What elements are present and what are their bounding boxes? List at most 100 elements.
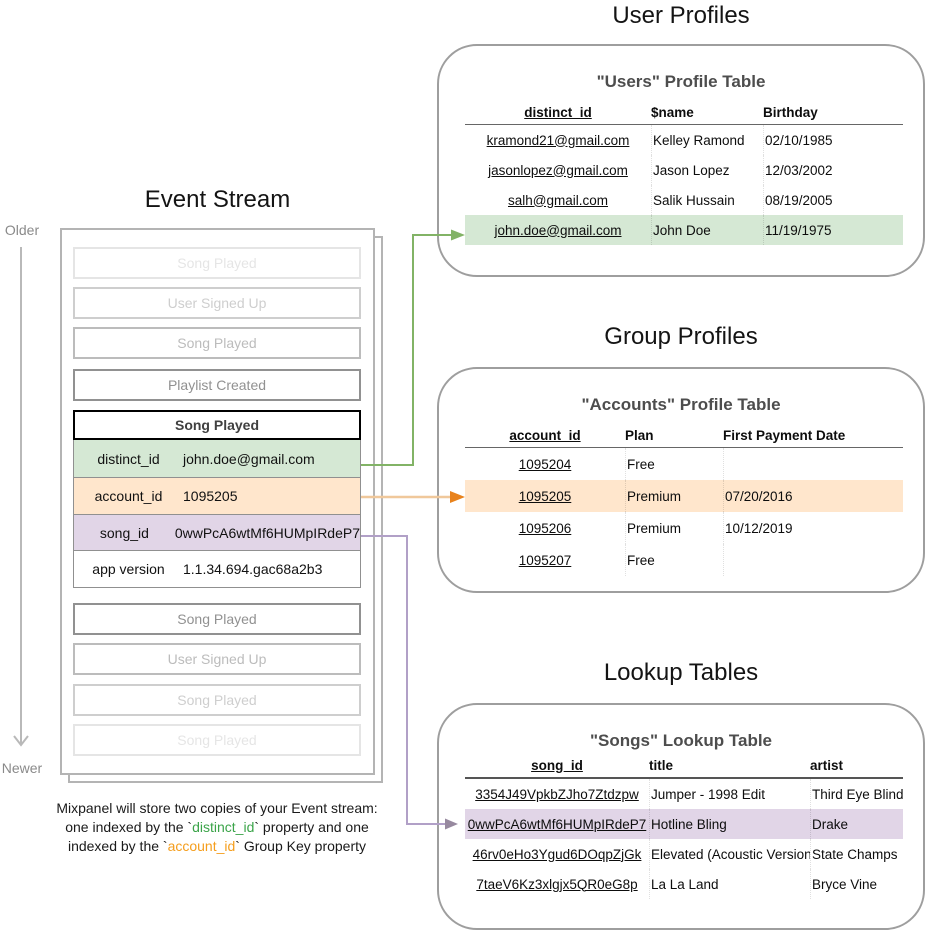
caption-segment: ` property and one	[254, 819, 369, 835]
songs-table-title: "Songs" Lookup Table	[589, 731, 773, 750]
table-cell: 0wwPcA6wtMf6HUMpIRdeP7	[467, 816, 647, 832]
column-header: Birthday	[763, 104, 818, 120]
event-box: Song Played	[73, 247, 361, 279]
table-cell: Kelley Ramond	[651, 125, 763, 155]
property-key: app version	[92, 561, 165, 577]
table-cell: 10/12/2019	[723, 512, 903, 544]
column-header: account_id	[509, 427, 581, 443]
table-cell: Free	[625, 448, 723, 480]
caption-highlighted-term: account_id	[167, 838, 236, 854]
event-box: Song Played	[73, 327, 361, 359]
table-cell: 1095207	[518, 552, 572, 568]
caption-segment: Mixpanel will store two copies of your E…	[56, 800, 378, 816]
event-property-row-distinct_id: distinct_id john.doe@gmail.com	[74, 440, 360, 477]
table-row: 1095204 Free	[465, 448, 903, 480]
table-cell: 3354J49VpkbZJho7Ztdzpw	[475, 786, 639, 802]
table-cell: State Champs	[810, 839, 903, 869]
timeline-arrow-head	[13, 735, 29, 747]
property-value: 1.1.34.694.gac68a2b3	[183, 561, 323, 577]
property-value: 1095205	[183, 488, 238, 504]
table-cell: 7taeV6Kz3xlgjx5QR0eG8p	[476, 876, 638, 892]
event-box: Playlist Created	[73, 369, 361, 401]
table-cell: 46rv0eHo3Ygud6DOqpZjGk	[472, 846, 642, 862]
event-stream-title: Event Stream	[144, 186, 291, 213]
property-value: john.doe@gmail.com	[183, 450, 315, 467]
caption-segment: ` Group Key property	[235, 838, 367, 854]
column-header: title	[649, 757, 674, 773]
table-cell: john.doe@gmail.com	[494, 222, 622, 238]
table-cell: La La Land	[649, 869, 810, 899]
accounts-table-title: "Accounts" Profile Table	[581, 395, 781, 414]
event-box: Song Played	[73, 684, 361, 716]
event-box: User Signed Up	[73, 287, 361, 319]
property-key: song_id	[99, 524, 149, 541]
table-cell: 1095205	[518, 488, 572, 504]
event-box: Song Played	[73, 724, 361, 756]
table-cell: jasonlopez@gmail.com	[488, 162, 628, 178]
user-profiles-title: User Profiles	[612, 2, 750, 29]
expanded-event-title: Song Played	[73, 410, 361, 440]
table-cell: Jason Lopez	[651, 155, 763, 185]
table-cell: John Doe	[651, 215, 763, 245]
table-cell	[723, 448, 903, 480]
table-cell: Elevated (Acoustic Version)	[649, 839, 810, 869]
table-row: 3354J49VpkbZJho7Ztdzpw Jumper - 1998 Edit…	[465, 779, 903, 809]
table-cell: Hotline Bling	[649, 809, 810, 839]
table-cell	[723, 544, 903, 576]
column-header: First Payment Date	[723, 427, 846, 443]
table-cell: 07/20/2016	[723, 480, 903, 512]
table-row: 46rv0eHo3Ygud6DOqpZjGk Elevated (Acoustic…	[465, 839, 903, 869]
table-cell: kramond21@gmail.com	[486, 132, 630, 148]
table-cell: 12/03/2002	[763, 155, 903, 185]
event-box: Song Played	[73, 603, 361, 635]
column-header: $name	[651, 104, 694, 120]
table-cell: Bryce Vine	[810, 869, 903, 899]
table-cell: 02/10/1985	[763, 125, 903, 155]
table-cell: Free	[625, 544, 723, 576]
caption-line: one indexed by the `distinct_id` propert…	[17, 818, 417, 837]
table-cell: Premium	[625, 512, 723, 544]
event-box: User Signed Up	[73, 643, 361, 675]
table-cell: 1095206	[518, 520, 572, 536]
caption-highlighted-term: distinct_id	[192, 819, 255, 835]
table-cell: Third Eye Blind	[810, 779, 903, 809]
column-header: Plan	[625, 427, 654, 443]
table-cell: 08/19/2005	[763, 185, 903, 215]
caption-text: Mixpanel will store two copies of your E…	[17, 799, 417, 856]
timeline-older-label: Older	[4, 222, 40, 238]
column-header: artist	[810, 757, 844, 773]
table-cell: Salik Hussain	[651, 185, 763, 215]
lookup-tables-title: Lookup Tables	[603, 659, 759, 686]
caption-line: indexed by the `account_id` Group Key pr…	[17, 837, 417, 856]
header-rule	[465, 777, 903, 779]
property-value: 0wwPcA6wtMf6HUMpIRdeP7	[174, 524, 360, 541]
table-row: 1095207 Free	[465, 544, 903, 576]
table-cell: Jumper - 1998 Edit	[649, 779, 810, 809]
users-table-title: "Users" Profile Table	[596, 72, 766, 91]
group-profiles-title: Group Profiles	[604, 323, 758, 350]
property-key: distinct_id	[97, 450, 160, 467]
table-cell: Drake	[810, 809, 903, 839]
property-key: account_id	[94, 488, 163, 504]
caption-segment: one indexed by the `	[65, 819, 193, 835]
table-cell: Premium	[625, 480, 723, 512]
event-property-row-song_id: song_id 0wwPcA6wtMf6HUMpIRdeP7	[74, 514, 360, 550]
expanded-event-table: Song Played distinct_id john.doe@gmail.com…	[73, 410, 361, 588]
caption-segment: indexed by the `	[67, 838, 168, 854]
table-cell: 1095204	[518, 456, 572, 472]
timeline-newer-label: Newer	[1, 760, 43, 776]
caption-line: Mixpanel will store two copies of your E…	[17, 799, 417, 818]
event-property-row-account_id: account_id 1095205	[74, 477, 360, 514]
